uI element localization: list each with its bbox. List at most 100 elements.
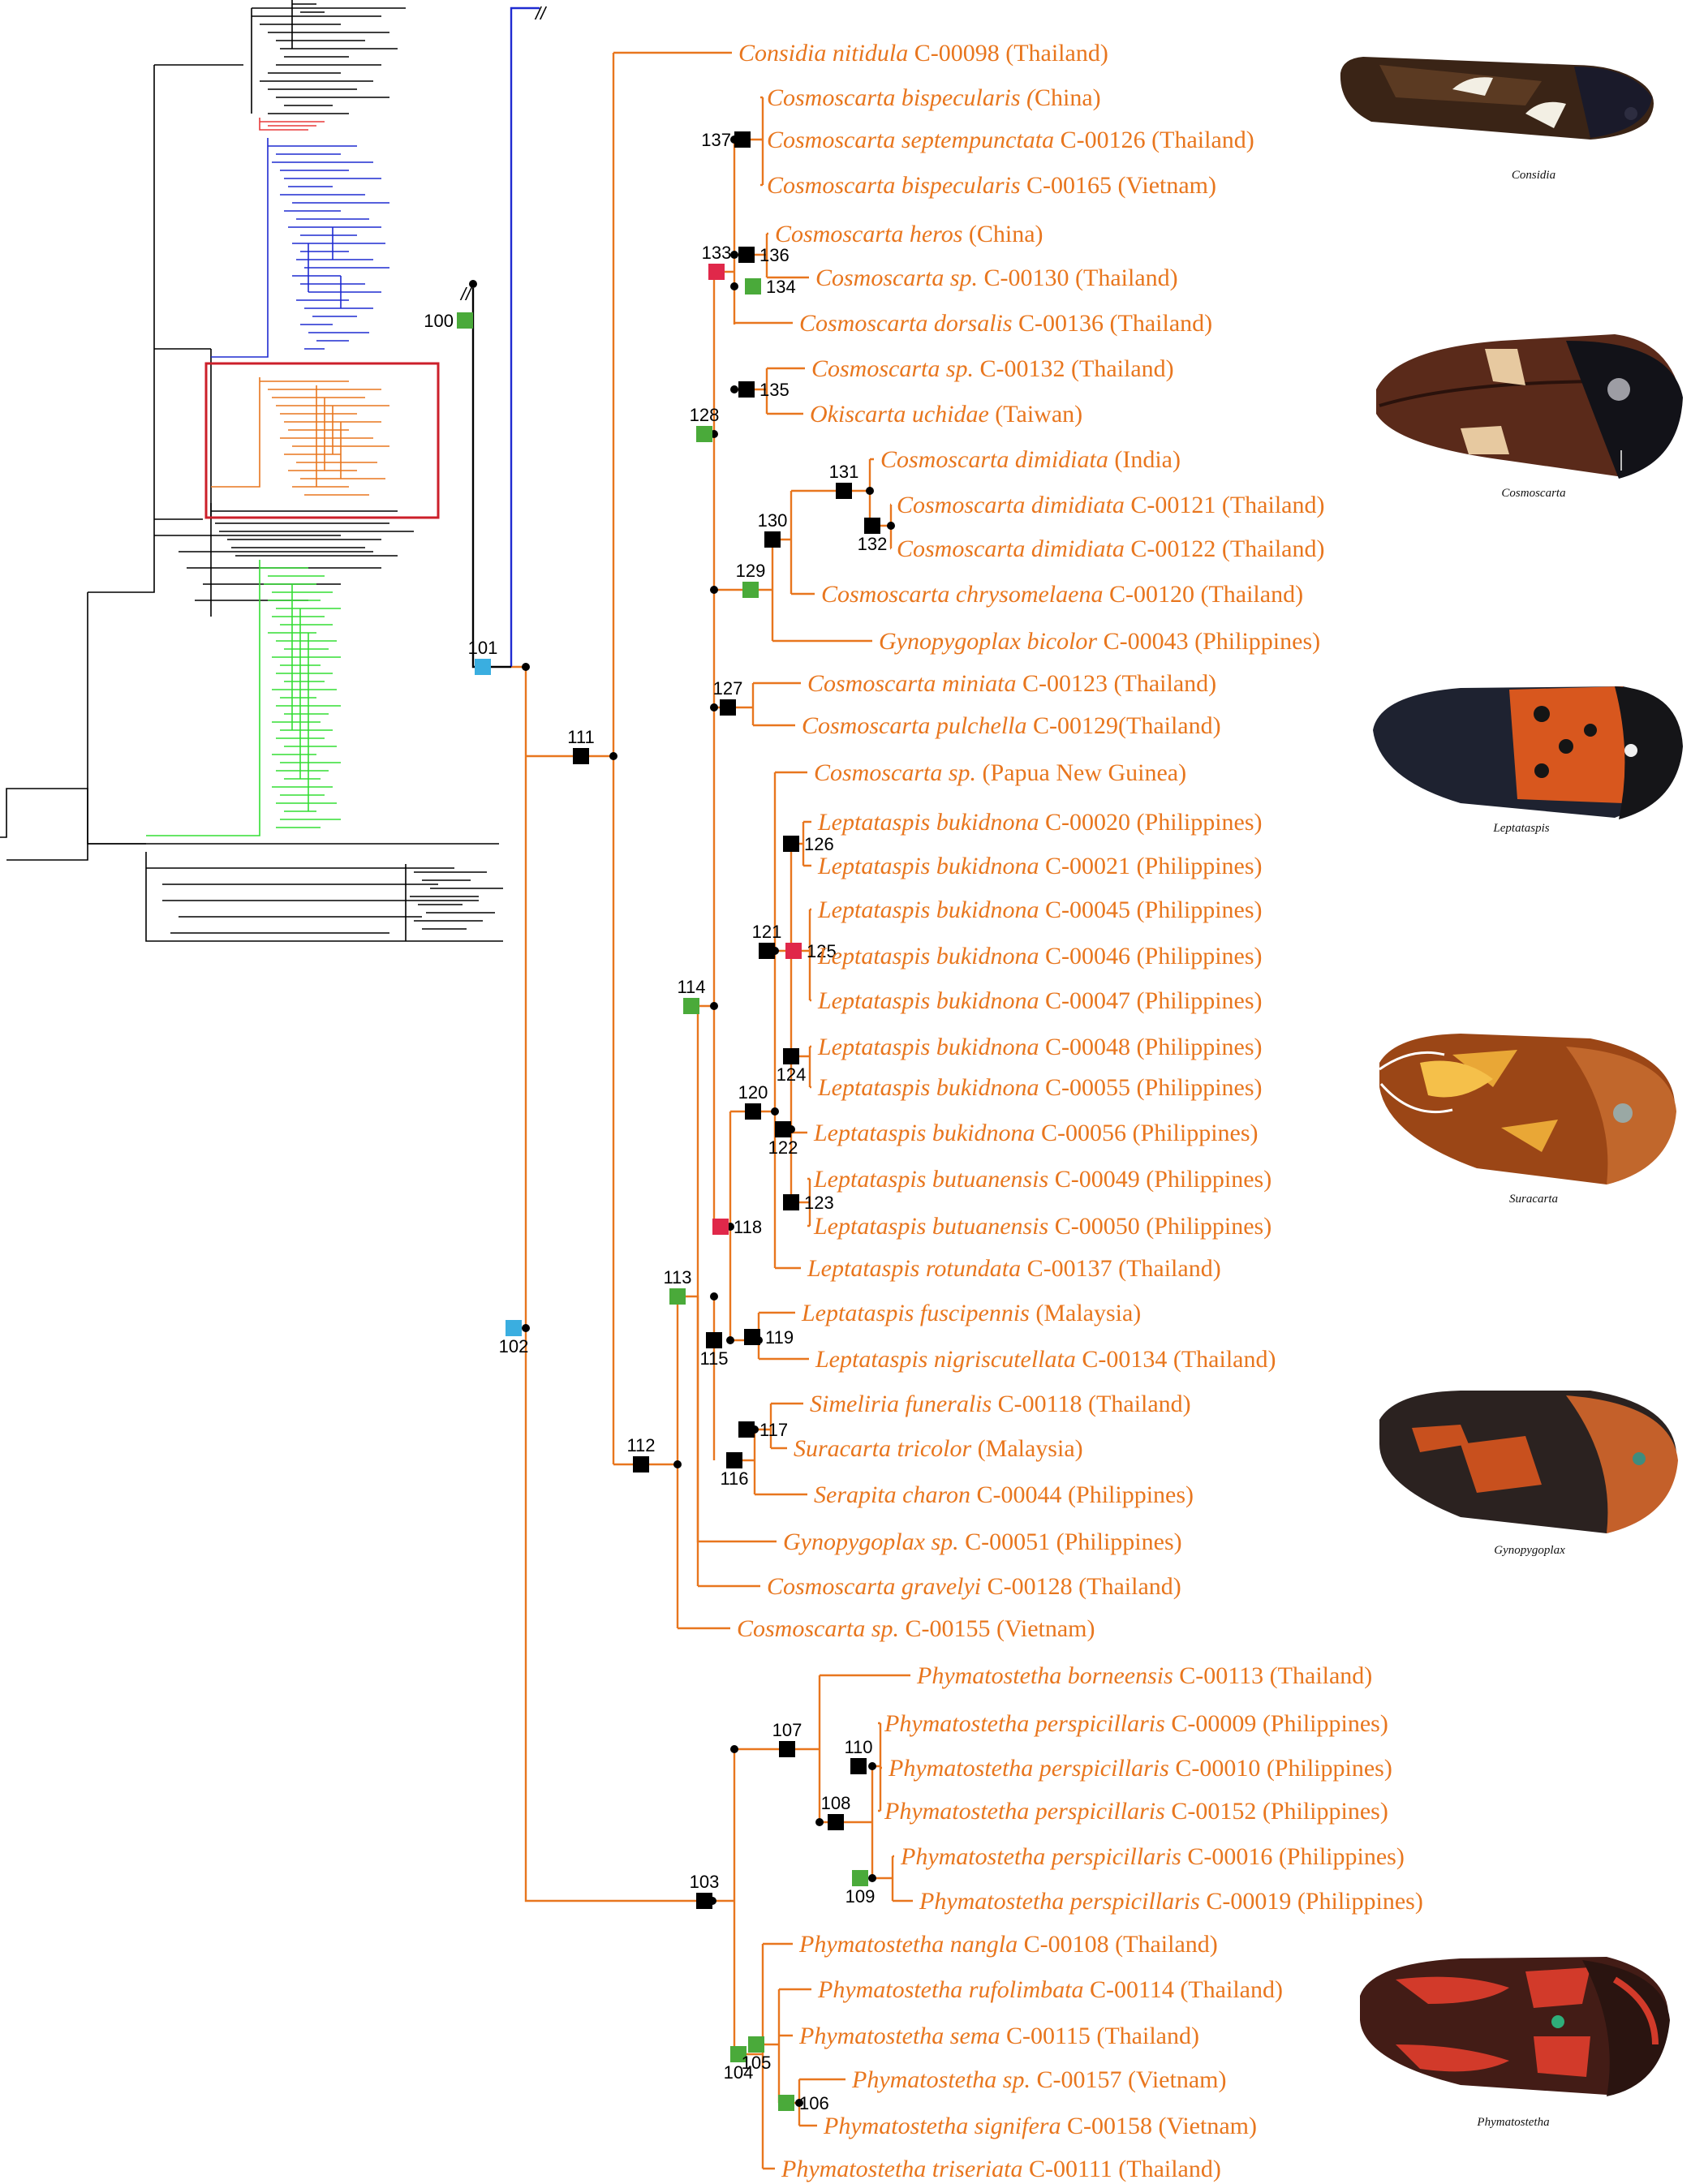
blue-outgroup-branch — [510, 6, 540, 667]
tip-genus: Considia nitidula — [738, 40, 908, 67]
suracarta-caption: Suracarta — [1509, 1193, 1558, 1206]
tip-voucher: C-00051 (Philippines) — [959, 1528, 1182, 1555]
node-marker-110 — [850, 1758, 867, 1774]
node-dot — [730, 282, 738, 290]
node-marker-101 — [475, 659, 491, 675]
tip-genus: Cosmoscarta sp. — [815, 264, 978, 291]
node-label-102: 102 — [499, 1336, 529, 1356]
node-label-136: 136 — [759, 245, 790, 265]
node-label-108: 108 — [821, 1793, 851, 1813]
node-marker-105 — [748, 2036, 764, 2053]
tip-label: Simeliria funeralis C-00118 (Thailand) — [810, 1391, 1191, 1417]
node-marker-119 — [744, 1329, 760, 1345]
tip-label: Phymatostetha rufolimbata C-00114 (Thail… — [817, 1976, 1283, 2003]
break-mark-top: // — [534, 3, 547, 24]
node-marker-124 — [783, 1048, 799, 1064]
tip-genus: Cosmoscarta sp. — [737, 1615, 899, 1642]
node-dot — [522, 1324, 530, 1332]
tip-voucher: C-00048 (Philippines) — [1039, 1034, 1263, 1060]
branch — [524, 1328, 712, 1902]
branch — [791, 1045, 811, 1089]
node-dot — [771, 1107, 779, 1116]
tip-label: Cosmoscarta miniata C-00123 (Thailand) — [807, 670, 1216, 697]
tip-voucher: C-00047 (Philippines) — [1039, 987, 1263, 1014]
branch — [712, 1006, 730, 1228]
tip-label: Leptataspis bukidnona C-00056 (Philippin… — [813, 1120, 1259, 1146]
tip-genus: Leptataspis bukidnona — [817, 809, 1039, 836]
tip-voucher: C-00118 (Thailand) — [992, 1391, 1191, 1417]
tip-label: Cosmoscarta dorsalis C-00136 (Thailand) — [799, 310, 1212, 337]
tip-label: Phymatostetha nangla C-00108 (Thailand) — [798, 1931, 1218, 1958]
tip-genus: Cosmoscarta dimidiata — [880, 446, 1108, 473]
branch — [696, 1006, 777, 1543]
tip-label: Leptataspis bukidnona C-00020 (Philippin… — [817, 809, 1263, 836]
node-label-101: 101 — [468, 638, 498, 658]
tip-genus: Cosmoscarta dorsalis — [799, 310, 1013, 337]
node-marker-114 — [683, 998, 699, 1014]
tip-genus: Leptataspis fuscipennis — [801, 1300, 1030, 1326]
node-label-134: 134 — [766, 277, 796, 297]
tip-voucher: (Malaysia) — [1030, 1300, 1141, 1326]
tip-genus: Cosmoscarta sp. — [811, 355, 974, 382]
tip-label: Leptataspis rotundata C-00137 (Thailand) — [807, 1255, 1221, 1282]
branch — [733, 1748, 820, 1901]
tip-voucher: C-00055 (Philippines) — [1039, 1074, 1263, 1101]
tip-voucher: C-00128 (Thailand) — [981, 1573, 1181, 1600]
tip-label: Phymatostetha perspicillaris C-00019 (Ph… — [919, 1888, 1423, 1915]
branch — [820, 1766, 874, 1878]
tip-voucher: C-00016 (Philippines) — [1181, 1843, 1405, 1870]
tip-voucher: C-00009 (Philippines) — [1165, 1710, 1388, 1737]
node-marker-134 — [745, 278, 761, 294]
node-marker-137 — [734, 131, 751, 148]
node-marker-125 — [785, 943, 802, 959]
tip-voucher: C-00115 (Thailand) — [1000, 2023, 1199, 2049]
tip-genus: Phymatostetha borneensis — [916, 1662, 1173, 1689]
node-marker-106 — [778, 2095, 794, 2111]
tip-genus: Cosmoscarta pulchella — [802, 712, 1027, 739]
tip-genus: Leptataspis bukidnona — [817, 896, 1039, 923]
branch — [714, 140, 736, 325]
node-marker-129 — [742, 582, 759, 598]
node-label-131: 131 — [829, 462, 859, 482]
node-label-128: 128 — [690, 405, 720, 425]
tip-genus: Simeliria funeralis — [810, 1391, 992, 1417]
tip-label: Cosmoscarta sp. C-00155 (Vietnam) — [737, 1615, 1095, 1642]
node-label-103: 103 — [690, 1872, 720, 1892]
tip-label: Leptataspis bukidnona C-00048 (Philippin… — [817, 1034, 1263, 1060]
overview-red-clade — [259, 118, 325, 131]
node-marker-121 — [759, 943, 775, 959]
node-marker-122 — [775, 1121, 791, 1137]
tip-voucher: C-00020 (Philippines) — [1039, 809, 1263, 836]
node-marker-127 — [720, 699, 736, 716]
tip-voucher: C-00056 (Philippines) — [1035, 1120, 1259, 1146]
tip-voucher: C-00137 (Thailand) — [1021, 1255, 1221, 1282]
tip-genus: Cosmoscarta dimidiata — [897, 535, 1125, 562]
node-label-124: 124 — [777, 1064, 807, 1085]
node-label-137: 137 — [701, 130, 731, 150]
tip-label: Phymatostetha perspicillaris C-00152 (Ph… — [884, 1798, 1388, 1825]
tip-voucher: (Papua New Guinea) — [976, 759, 1186, 786]
tip-voucher: (Taiwan) — [989, 401, 1082, 428]
tip-voucher: C-00113 (Thailand) — [1173, 1662, 1373, 1689]
node-dot — [673, 1460, 682, 1468]
node-label-119: 119 — [765, 1327, 794, 1348]
tip-genus: Cosmoscarta septempunctata — [767, 127, 1054, 153]
node-marker-132 — [864, 518, 880, 534]
tip-voucher: C-00098 (Thailand) — [908, 40, 1108, 67]
node-label-113: 113 — [663, 1267, 691, 1288]
overview-blue-clade — [211, 138, 389, 358]
tip-voucher: C-00108 (Thailand) — [1018, 1931, 1218, 1958]
node-label-126: 126 — [804, 834, 834, 854]
highlight-box — [204, 362, 440, 519]
tip-voucher: C-00132 (Thailand) — [974, 355, 1174, 382]
node-label-133: 133 — [702, 243, 732, 263]
node-dot — [710, 586, 718, 594]
node-marker-104 — [730, 2046, 747, 2062]
tip-voucher: C-00045 (Philippines) — [1039, 896, 1263, 923]
node-label-123: 123 — [804, 1193, 834, 1213]
phymatostetha-photo — [1360, 1957, 1670, 2096]
tip-label: Cosmoscarta dimidiata C-00121 (Thailand) — [897, 492, 1324, 518]
branch — [712, 1296, 722, 1460]
tip-voucher: C-00123 (Thailand) — [1017, 670, 1217, 697]
